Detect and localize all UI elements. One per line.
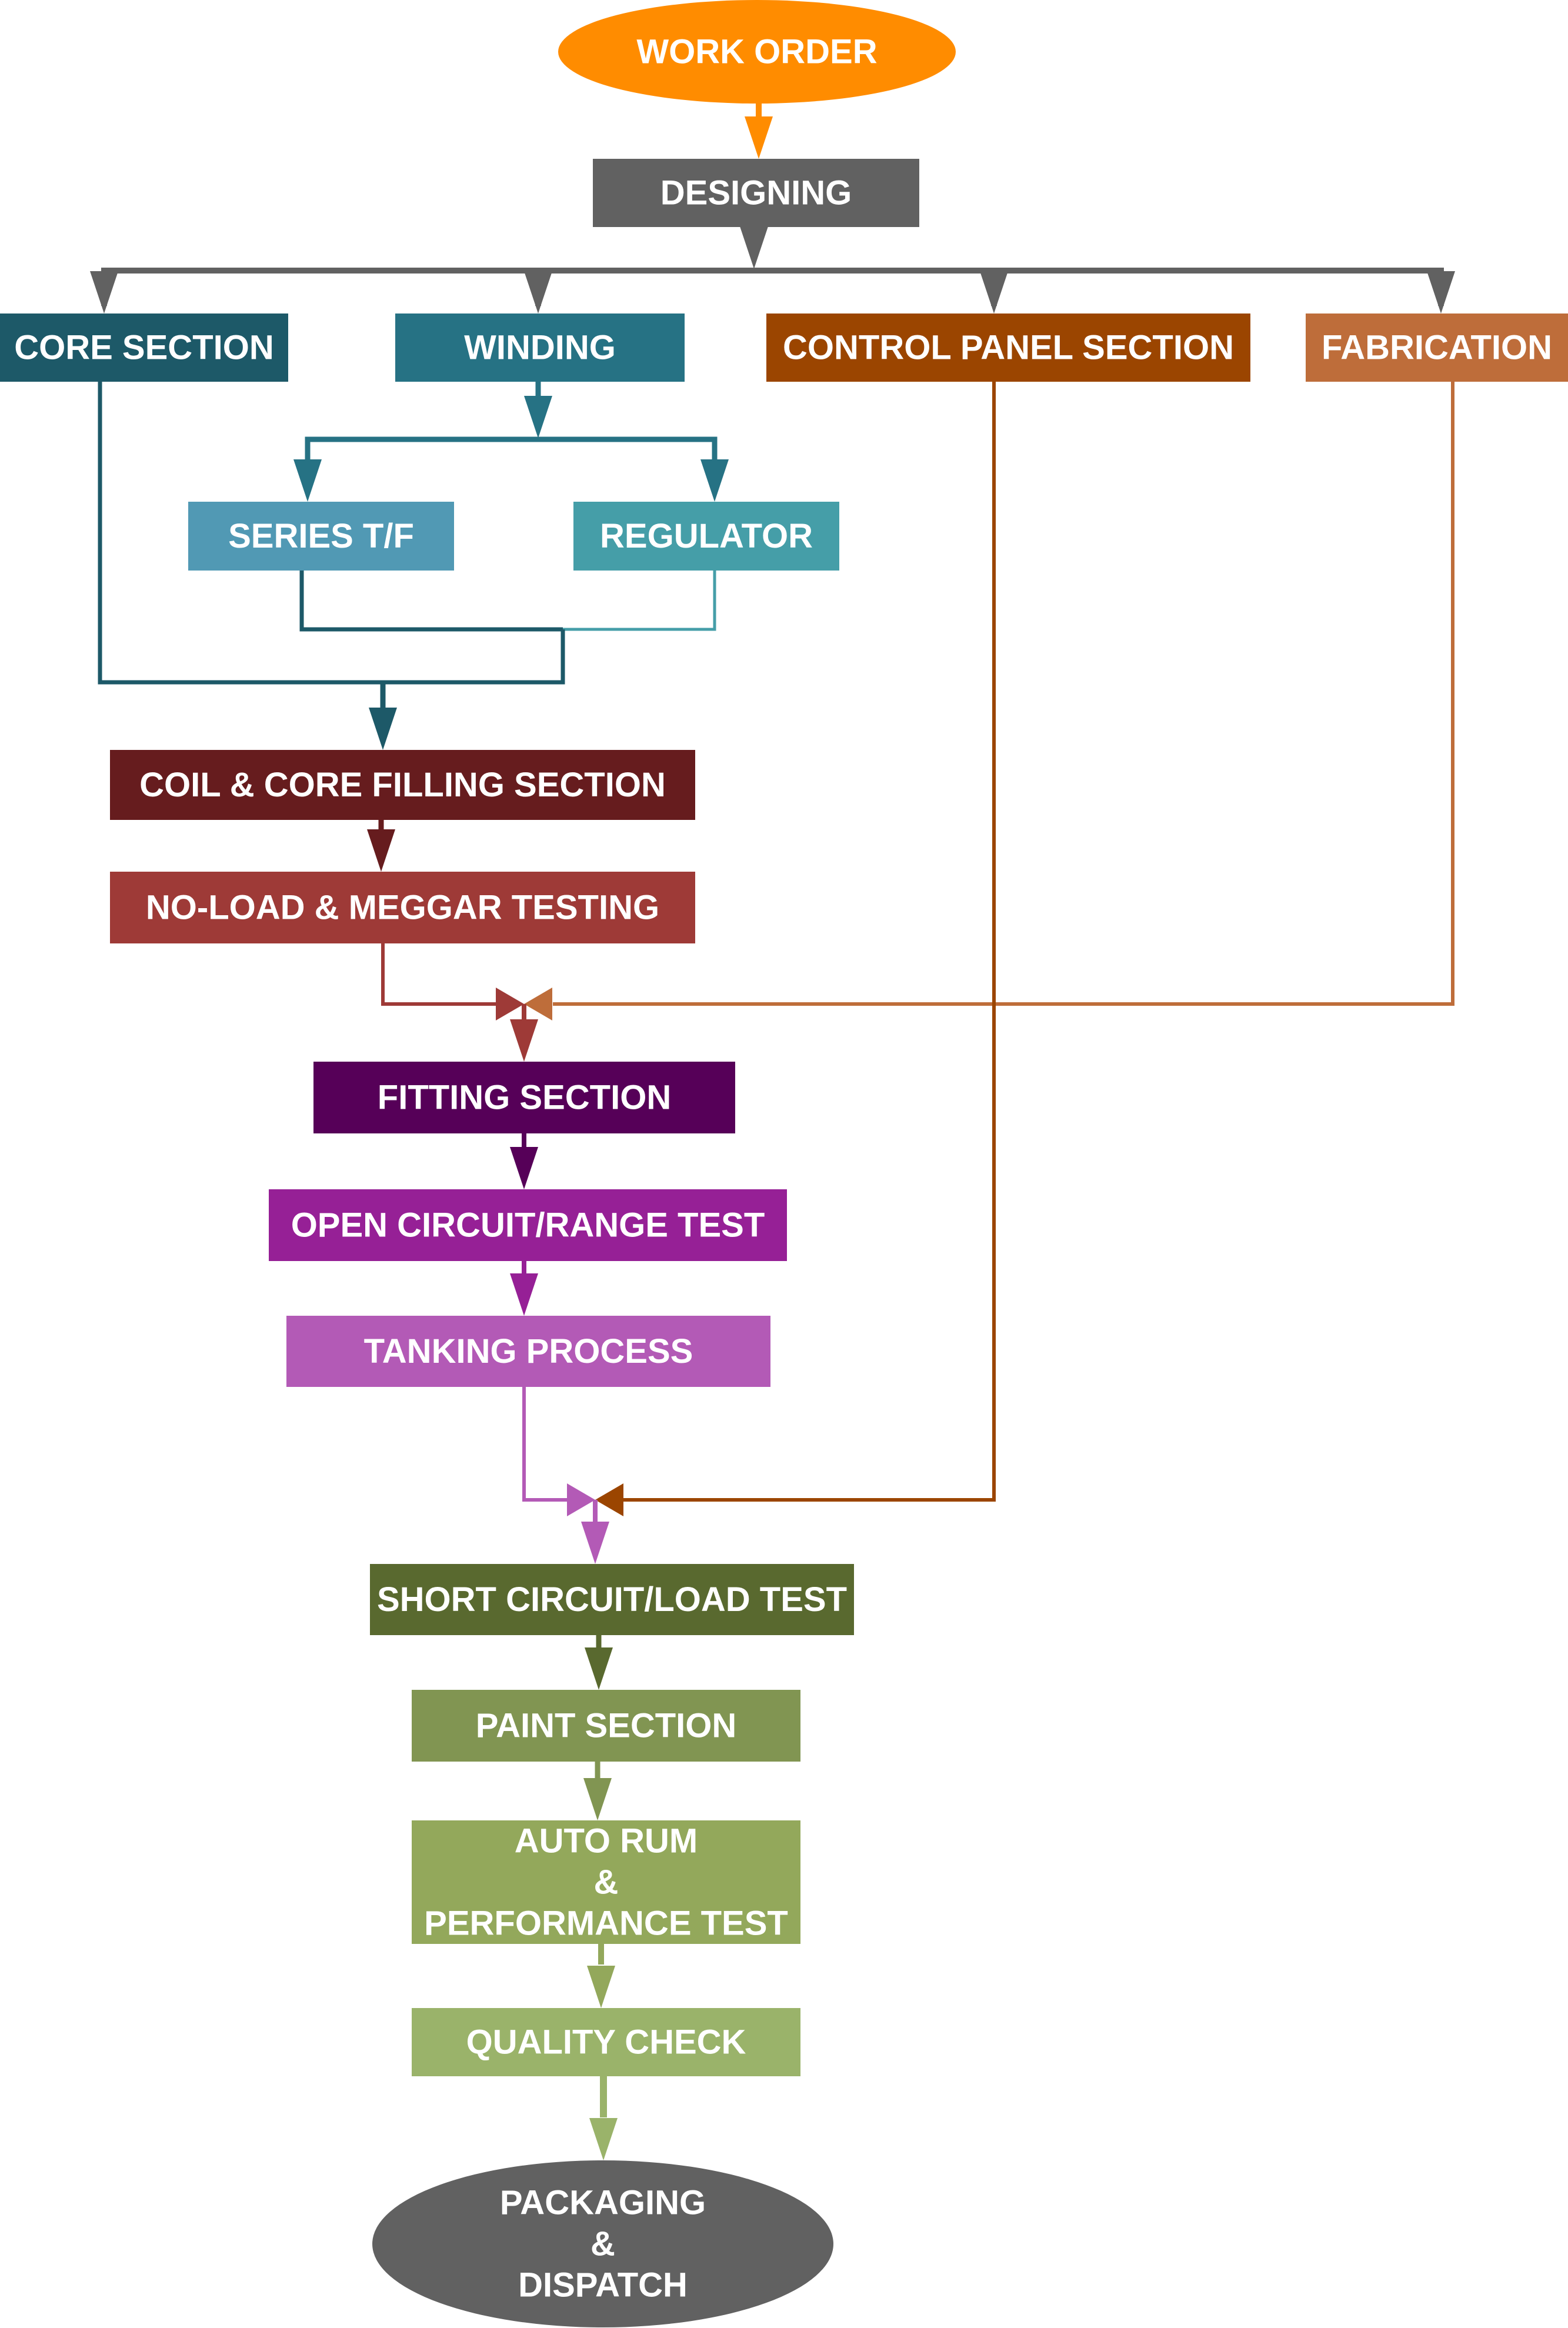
arrowhead-down-icon <box>980 271 1008 313</box>
node-label: CONTROL PANEL SECTION <box>783 329 1234 367</box>
edge-winding-bus <box>305 436 718 471</box>
node-label: TANKING PROCESS <box>364 1332 693 1370</box>
edge-designing-bus <box>101 268 1444 306</box>
node-fabrication: FABRICATION <box>1306 313 1568 382</box>
arrowhead-down-icon <box>367 829 395 872</box>
node-fitting: FITTING SECTION <box>313 1062 735 1133</box>
arrowhead-down-icon <box>524 271 552 313</box>
arrowhead-down-icon <box>293 459 322 502</box>
node-box <box>573 502 839 571</box>
arrowhead-down-icon <box>589 2118 618 2160</box>
edge-regulator-merge <box>563 571 716 631</box>
node-label: OPEN CIRCUIT/RANGE TEST <box>291 1206 765 1245</box>
node-box <box>412 2008 800 2076</box>
edges-layer <box>90 104 1455 2160</box>
node-label: AUTO RUM <box>515 1822 698 1860</box>
node-label: DISPATCH <box>518 2266 688 2304</box>
node-open-circuit: OPEN CIRCUIT/RANGE TEST <box>269 1189 787 1261</box>
node-label: FABRICATION <box>1322 329 1552 367</box>
arrowhead-down-icon <box>524 396 552 438</box>
node-label: PACKAGING <box>500 2184 706 2222</box>
node-quality: QUALITY CHECK <box>412 2008 800 2076</box>
arrowhead-down-icon <box>740 226 768 269</box>
node-label: NO-LOAD & MEGGAR TESTING <box>146 889 659 927</box>
node-box <box>269 1189 787 1261</box>
arrowhead-down-icon <box>587 1966 615 2008</box>
arrowhead-down-icon <box>369 708 397 750</box>
node-tanking: TANKING PROCESS <box>286 1316 770 1387</box>
node-label: CORE SECTION <box>14 329 274 367</box>
node-label: PAINT SECTION <box>476 1707 737 1745</box>
node-box <box>412 1820 800 1944</box>
node-label: & <box>590 2225 615 2263</box>
node-series-tf: SERIES T/F <box>188 502 454 571</box>
node-ellipse <box>372 2160 833 2327</box>
arrowhead-right-icon <box>496 988 524 1020</box>
node-coil-core: COIL & CORE FILLING SECTION <box>110 750 695 820</box>
edge-core-merge <box>98 382 565 685</box>
node-box <box>370 1564 854 1635</box>
node-work-order: WORK ORDER <box>558 0 956 104</box>
node-label: WORK ORDER <box>636 33 877 71</box>
arrowhead-left-icon <box>595 1483 623 1516</box>
node-box <box>593 159 919 227</box>
node-box <box>188 502 454 571</box>
node-label: REGULATOR <box>600 517 813 555</box>
edge-control-merge <box>623 382 996 1502</box>
node-label: DESIGNING <box>660 174 852 212</box>
arrowhead-right-icon <box>567 1483 595 1516</box>
node-label: COIL & CORE FILLING SECTION <box>139 766 666 804</box>
node-control-panel: CONTROL PANEL SECTION <box>766 313 1250 382</box>
node-core-section: CORE SECTION <box>0 313 288 382</box>
node-regulator: REGULATOR <box>573 502 839 571</box>
edge-noload-merge <box>381 943 497 1006</box>
node-box <box>395 313 685 382</box>
node-box <box>110 750 695 820</box>
node-box <box>110 872 695 943</box>
node-box <box>313 1062 735 1133</box>
node-winding: WINDING <box>395 313 685 382</box>
node-box <box>286 1316 770 1387</box>
node-label: PERFORMANCE TEST <box>424 1905 788 1943</box>
arrowhead-left-icon <box>524 988 552 1020</box>
node-no-load: NO-LOAD & MEGGAR TESTING <box>110 872 695 943</box>
arrowhead-down-icon <box>745 116 773 159</box>
node-paint: PAINT SECTION <box>412 1690 800 1762</box>
arrowhead-down-icon <box>90 271 118 313</box>
node-box <box>766 313 1250 382</box>
node-label: SHORT CIRCUIT/LOAD TEST <box>377 1580 847 1619</box>
node-designing: DESIGNING <box>593 159 919 227</box>
node-label: WINDING <box>464 329 616 367</box>
edge-fabrication-merge <box>553 382 1454 1006</box>
node-short-circuit: SHORT CIRCUIT/LOAD TEST <box>370 1564 854 1635</box>
node-label: & <box>594 1863 619 1902</box>
arrowhead-down-icon <box>583 1778 612 1820</box>
node-box <box>0 313 288 382</box>
arrowhead-down-icon <box>1427 271 1455 313</box>
arrowhead-down-icon <box>585 1647 613 1690</box>
node-box <box>412 1690 800 1762</box>
arrowhead-down-icon <box>581 1522 609 1564</box>
edge-tanking-merge <box>522 1387 568 1502</box>
node-packaging: PACKAGING&DISPATCH <box>372 2160 833 2327</box>
edge-series-merge <box>299 571 563 632</box>
node-label: SERIES T/F <box>228 517 414 555</box>
arrowhead-down-icon <box>510 1273 538 1316</box>
arrowhead-down-icon <box>510 1147 538 1189</box>
node-auto-rum: AUTO RUM&PERFORMANCE TEST <box>412 1820 800 1944</box>
arrowhead-down-icon <box>510 1019 538 1062</box>
node-label: FITTING SECTION <box>378 1079 671 1117</box>
node-box <box>1306 313 1568 382</box>
node-ellipse <box>558 0 956 104</box>
arrowhead-down-icon <box>700 459 729 502</box>
node-label: QUALITY CHECK <box>466 2023 746 2062</box>
